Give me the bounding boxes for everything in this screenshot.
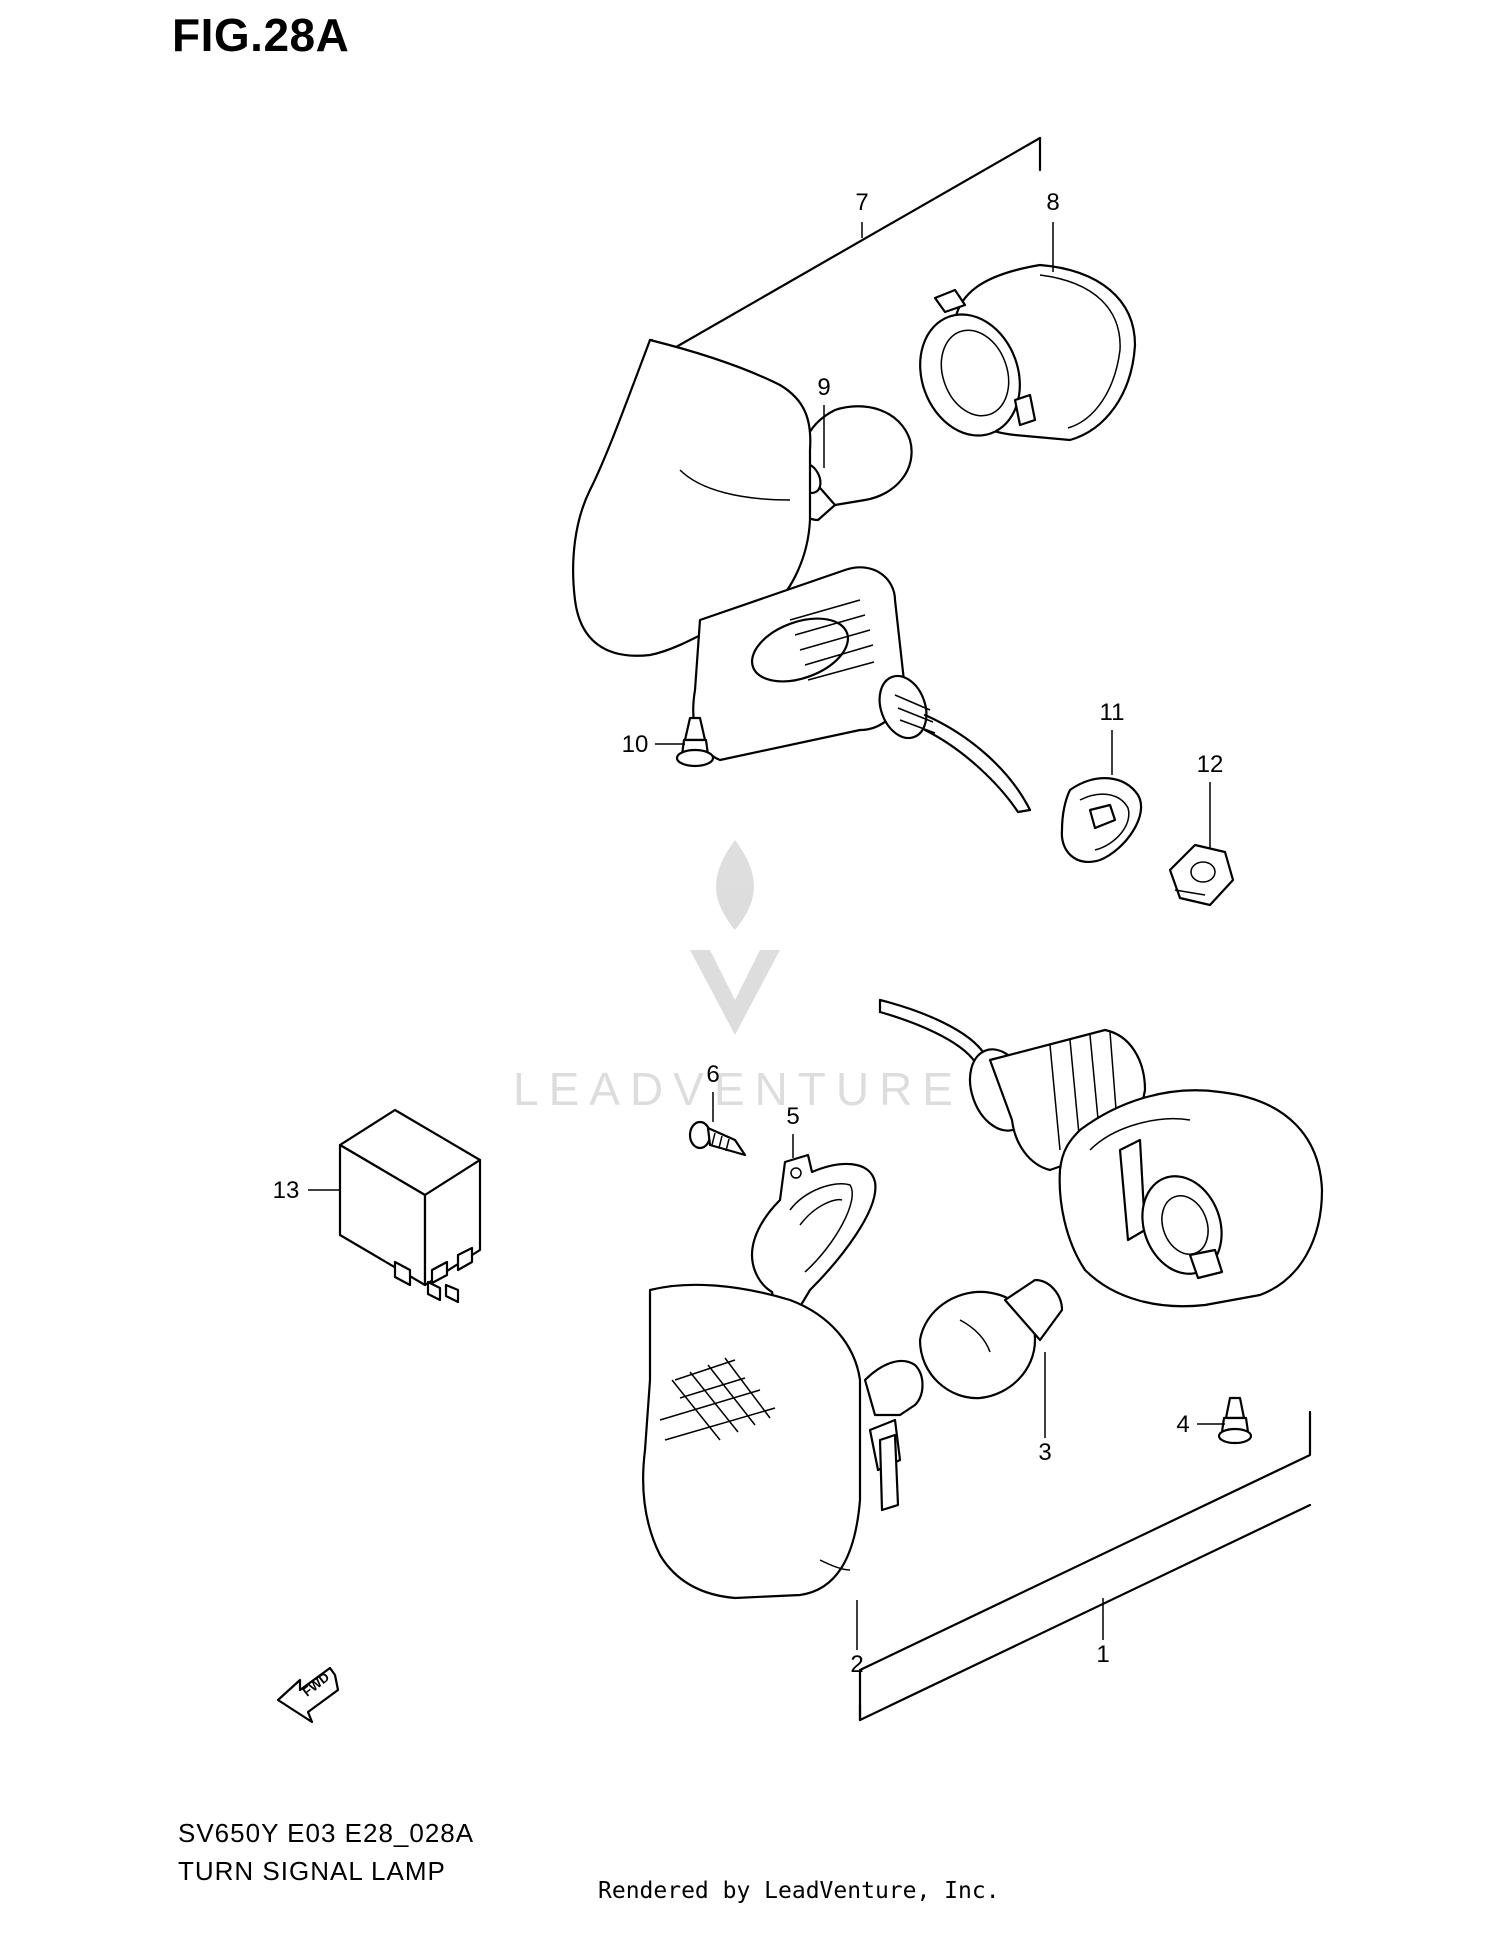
callout-label-10: 10 xyxy=(622,731,649,758)
part-11-washer xyxy=(1060,777,1143,863)
callout-label-5: 5 xyxy=(786,1103,799,1130)
callout-label-4: 4 xyxy=(1176,1411,1189,1438)
callout-9: 9 xyxy=(817,374,831,468)
callout-5: 5 xyxy=(786,1103,800,1158)
watermark-v-icon xyxy=(690,950,780,1035)
assembly-bracket-1 xyxy=(858,1410,1312,1722)
forward-direction-arrow: FWD xyxy=(276,1666,340,1724)
upper-turn-signal-housing xyxy=(572,338,1032,814)
watermark-text: LEADVENTURE xyxy=(513,1063,963,1115)
leadventure-watermark: LEADVENTURE xyxy=(513,840,963,1115)
callout-4: 4 xyxy=(1176,1411,1225,1438)
callout-6: 6 xyxy=(706,1061,720,1122)
part-2-lower-lens xyxy=(642,1283,924,1600)
callout-label-7: 7 xyxy=(855,189,868,216)
callout-label-6: 6 xyxy=(706,1061,719,1088)
part-4-screw-lower xyxy=(1217,1396,1253,1445)
part-6-screw-lower xyxy=(688,1120,747,1157)
callout-label-13: 13 xyxy=(273,1177,300,1204)
part-8-upper-lens xyxy=(919,263,1137,442)
callout-2: 2 xyxy=(850,1600,864,1678)
lower-turn-signal-housing xyxy=(878,998,1324,1308)
callout-8: 8 xyxy=(1046,189,1060,272)
part-5-gasket xyxy=(750,1153,877,1314)
part-10-screw-upper xyxy=(675,716,715,768)
figure-caption: TURN SIGNAL LAMP xyxy=(178,1856,446,1886)
callout-7: 7 xyxy=(855,189,869,238)
callout-label-3: 3 xyxy=(1038,1439,1051,1466)
part-3-lower-bulb xyxy=(918,1278,1064,1400)
callout-10: 10 xyxy=(622,731,685,758)
callout-label-9: 9 xyxy=(817,374,830,401)
callout-1: 1 xyxy=(1096,1598,1110,1668)
callout-label-8: 8 xyxy=(1046,189,1059,216)
model-code: SV650Y E03 E28_028A xyxy=(178,1818,475,1848)
callout-13: 13 xyxy=(273,1177,340,1204)
callout-label-12: 12 xyxy=(1197,751,1224,778)
part-12-nut xyxy=(1168,843,1235,907)
callout-11: 11 xyxy=(1100,699,1125,775)
part-13-relay xyxy=(338,1108,482,1304)
watermark-flame-icon xyxy=(716,840,754,930)
callout-label-1: 1 xyxy=(1096,1641,1109,1668)
callout-3: 3 xyxy=(1038,1352,1052,1466)
callout-label-11: 11 xyxy=(1100,699,1125,726)
rendered-by-credit: Rendered by LeadVenture, Inc. xyxy=(598,1878,1000,1904)
callout-label-2: 2 xyxy=(850,1651,863,1678)
figure-title: FIG.28A xyxy=(172,9,350,61)
callout-12: 12 xyxy=(1197,751,1224,848)
